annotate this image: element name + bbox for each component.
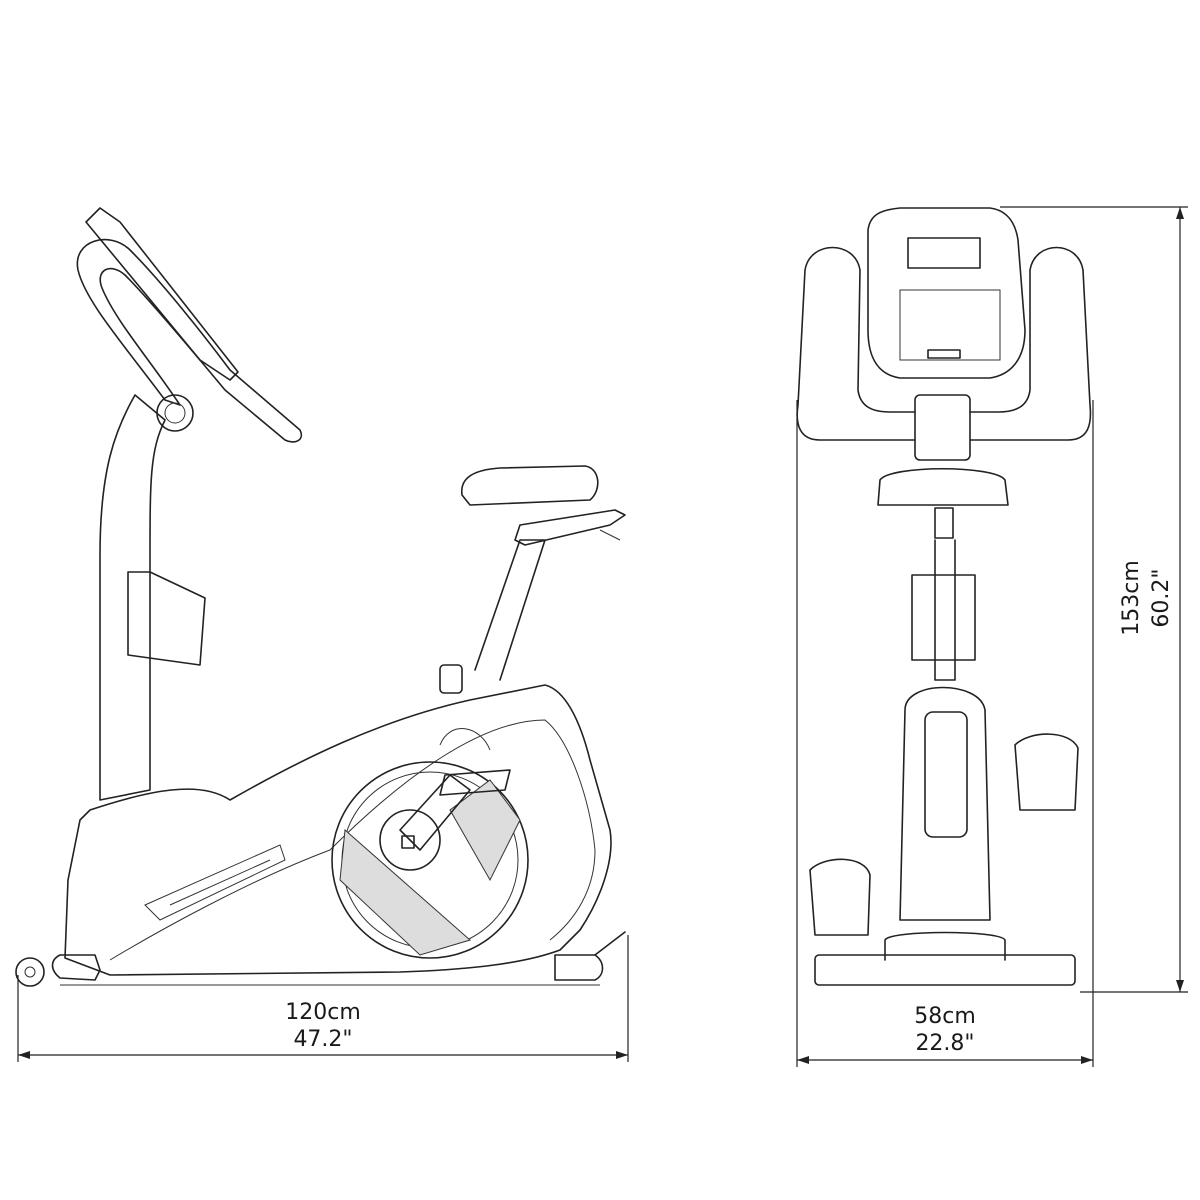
width-metric-label: 58cm	[914, 1004, 976, 1029]
width-dimension-line	[796, 400, 1094, 1067]
height-metric-label: 153cm	[1119, 560, 1144, 636]
side-view-drawing	[15, 207, 626, 987]
front-view-drawing	[796, 207, 1092, 986]
length-metric-label: 120cm	[285, 1000, 361, 1025]
width-imperial-label: 22.8"	[915, 1031, 975, 1056]
height-imperial-label: 60.2"	[1149, 568, 1174, 628]
height-dimension-line	[1000, 206, 1188, 993]
length-dimension-line	[17, 935, 629, 1062]
length-imperial-label: 47.2"	[293, 1027, 353, 1052]
